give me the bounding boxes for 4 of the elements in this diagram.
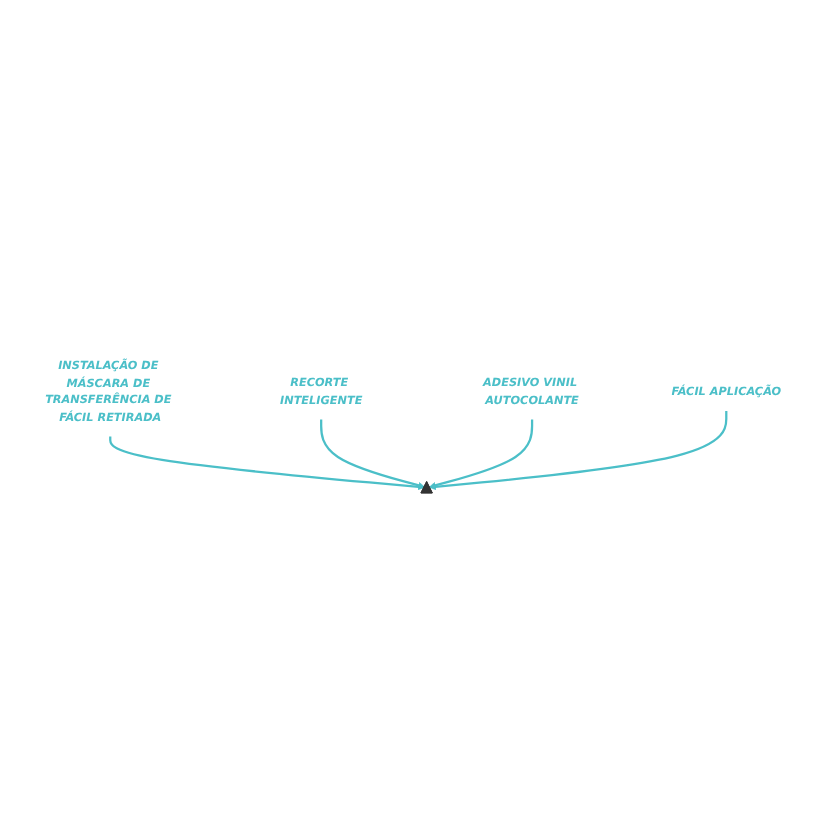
arrow (320, 420, 425, 490)
arrow (429, 411, 728, 491)
arrow (429, 420, 534, 490)
arrow (109, 436, 425, 491)
